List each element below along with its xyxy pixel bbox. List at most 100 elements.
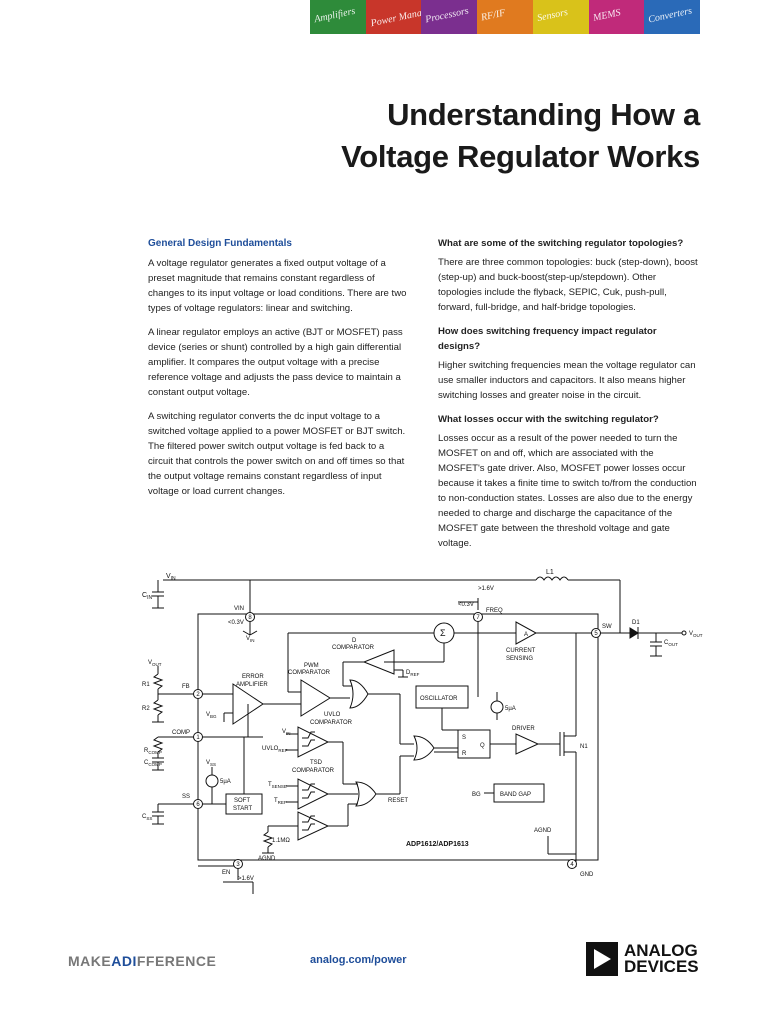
svg-text:DRIVER: DRIVER [512,726,535,732]
banner-tile-converters: Converters [644,0,701,34]
svg-text:START: START [233,806,252,812]
website-link[interactable]: analog.com/power [310,954,407,966]
svg-text:RCOMP: RCOMP [144,748,162,755]
svg-text:AGND: AGND [258,856,276,862]
svg-text:COMP: COMP [172,730,190,736]
title-line-1: Understanding How a [387,97,700,132]
svg-text:5µA: 5µA [505,706,516,712]
question-losses: What losses occur with the switching reg… [438,414,659,425]
svg-text:PWM: PWM [304,663,319,669]
svg-text:5µA: 5µA [220,779,231,785]
svg-text:CCOMP: CCOMP [144,760,162,767]
banner-tile-amplifiers: Amplifiers [310,0,366,34]
banner-tile-rfif: RF/IF [477,0,533,34]
pin-en [233,859,243,869]
logo-line-1: ANALOG [624,941,698,960]
svg-text:CURRENT: CURRENT [506,648,536,654]
svg-text:AMPLIFIER: AMPLIFIER [236,682,268,688]
svg-text:R: R [462,751,467,757]
svg-text:S: S [462,735,466,741]
right-column: What are some of the switching regulator… [438,236,700,560]
banner-tile-mems: MEMS [588,0,645,34]
svg-text:3: 3 [236,862,240,868]
brand-fference: FFERENCE [136,953,217,969]
svg-text:VIN: VIN [234,606,244,612]
svg-text:FREQ: FREQ [486,608,503,614]
title-line-2: Voltage Regulator Works [341,139,700,174]
pin-ss [193,799,203,809]
pin-vin [245,612,255,622]
banner-tile-power-management: Power Management [365,0,422,34]
svg-text:>1.6V: >1.6V [478,586,494,592]
svg-text:2: 2 [196,692,200,698]
section-heading: General Design Fundamentals [148,238,292,249]
pin-comp [193,732,203,742]
question-topologies: What are some of the switching regulator… [438,238,684,249]
svg-text:VIN: VIN [246,636,255,643]
svg-text:TREF: TREF [274,798,287,805]
svg-text:<0.3V: <0.3V [458,602,474,608]
svg-text:1: 1 [196,735,200,741]
svg-text:TSENSE: TSENSE [268,782,287,789]
paragraph-linear: A linear regulator employs an active (BJ… [148,327,403,398]
svg-text:7: 7 [476,615,480,621]
svg-text:VOUT: VOUT [689,631,703,638]
logo-line-2: DEVICES [624,957,699,976]
svg-text:OSCILLATOR: OSCILLATOR [420,696,458,702]
page-title: Understanding How a Voltage Regulator Wo… [341,94,700,178]
svg-text:VIN: VIN [282,729,291,736]
svg-text:SENSING: SENSING [506,656,533,662]
svg-text:VSS: VSS [206,760,216,767]
svg-text:<0.3V: <0.3V [228,620,244,626]
svg-text:VIN: VIN [166,573,176,582]
svg-text:COMPARATOR: COMPARATOR [332,645,375,651]
svg-text:ERROR: ERROR [242,674,264,680]
svg-text:DREF: DREF [406,670,420,677]
svg-text:BAND GAP: BAND GAP [500,792,531,798]
category-banner: Amplifiers Power Management Processors R… [310,0,701,34]
svg-text:RESET: RESET [388,798,408,804]
left-column: General Design Fundamentals A voltage re… [148,236,410,508]
pin-fb [193,689,203,699]
svg-text:D1: D1 [632,620,640,626]
answer-topologies: There are three common topologies: buck … [438,257,698,313]
svg-text:VBG: VBG [206,712,217,719]
svg-text:COMPARATOR: COMPARATOR [288,670,331,676]
pin-freq [473,612,483,622]
answer-losses: Losses occur as a result of the power ne… [438,433,697,549]
svg-text:UVLOREF: UVLOREF [262,746,288,753]
svg-text:D: D [352,638,357,644]
svg-text:VOUT: VOUT [148,660,162,667]
svg-text:Q: Q [480,743,485,749]
banner-tile-processors: Processors [421,0,478,34]
svg-text:SOFT: SOFT [234,798,250,804]
svg-text:BG: BG [472,792,481,798]
svg-text:AGND: AGND [534,828,552,834]
svg-text:COMPARATOR: COMPARATOR [310,720,353,726]
answer-frequency: Higher switching frequencies mean the vo… [438,360,696,401]
pin-sw [591,628,601,638]
paragraph-switching: A switching regulator converts the dc in… [148,411,406,497]
svg-text:CIN: CIN [142,592,152,601]
svg-text:Σ: Σ [440,628,446,638]
svg-text:UVLO: UVLO [324,712,341,718]
svg-text:SW: SW [602,624,612,630]
svg-text:6: 6 [196,802,200,808]
regulator-block-diagram: 8 7 5 2 1 6 3 4 VIN CIN L1 >1.6V <0.3V F… [142,569,703,894]
svg-text:R2: R2 [142,706,150,712]
svg-text:GND: GND [580,872,594,878]
svg-text:CSS: CSS [142,814,152,821]
analog-devices-logo: ANALOG DEVICES [586,942,699,976]
svg-text:4: 4 [570,862,574,868]
make-a-difference-logo: MAKEADIFFERENCE [68,953,216,969]
pin-gnd [567,859,577,869]
svg-text:A: A [524,632,528,638]
svg-text:COUT: COUT [664,640,678,647]
svg-text:FB: FB [182,684,190,690]
question-frequency: How does switching frequency impact regu… [438,326,657,352]
brand-make: MAKE [68,953,112,969]
brand-adi: ADI [111,953,137,969]
svg-text:COMPARATOR: COMPARATOR [292,768,335,774]
svg-text:N1: N1 [580,744,588,750]
svg-text:SS: SS [182,794,190,800]
